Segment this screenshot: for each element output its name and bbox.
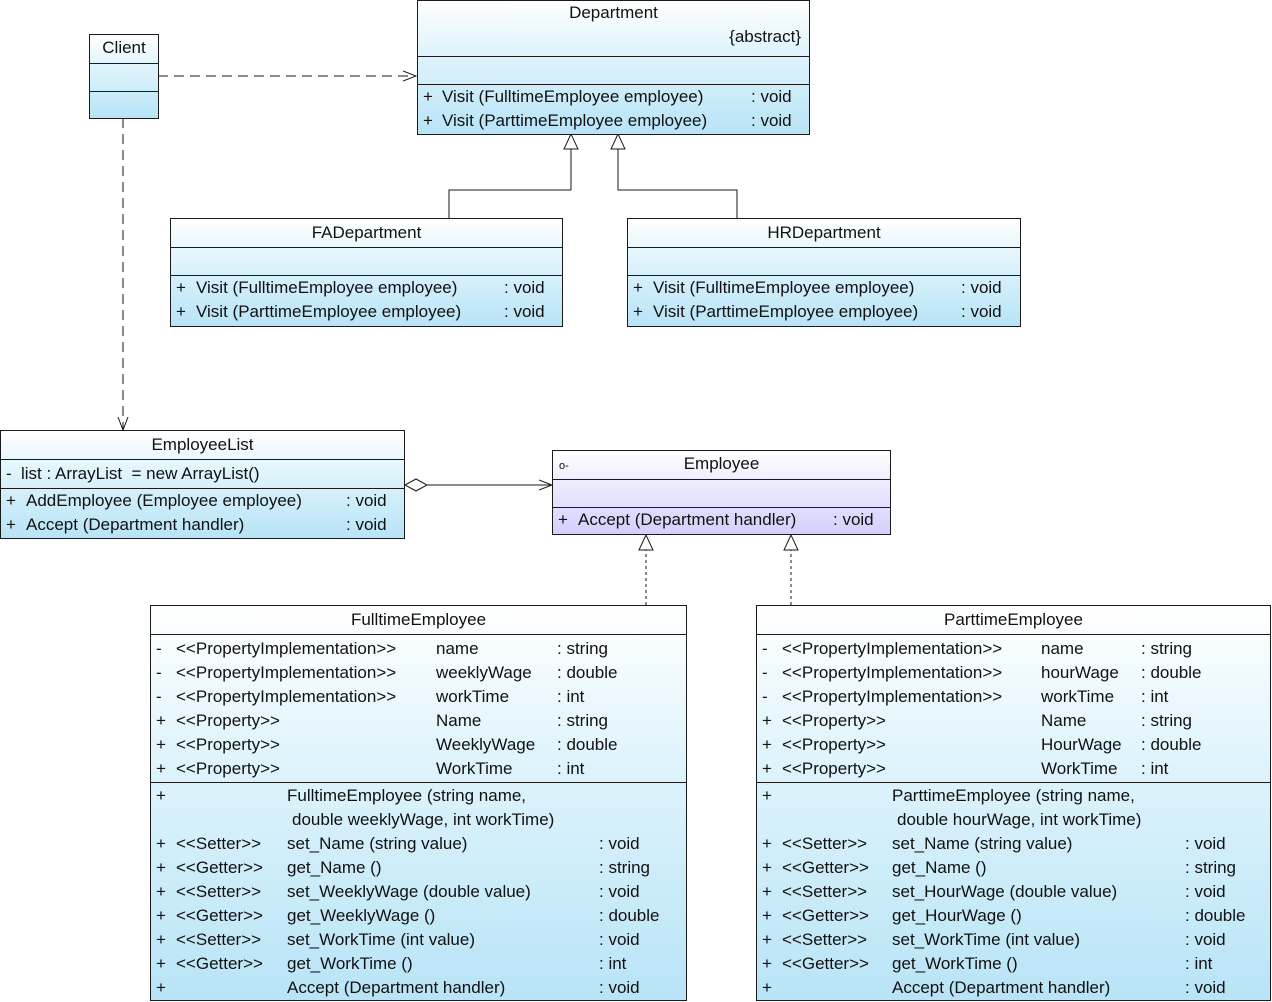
method-row: +Accept (Department handler): void — [156, 978, 640, 997]
methods-section: +ParttimeEmployee (string name, double h… — [757, 782, 1270, 1000]
attributes-section: - list : ArrayList = new ArrayList() — [1, 459, 404, 488]
class-name: EmployeeList — [151, 435, 254, 454]
attribute-row: -<<PropertyImplementation>>weeklyWage: d… — [156, 663, 618, 682]
class-employeelist[interactable]: EmployeeList - list : ArrayList = new Ar… — [0, 430, 405, 539]
methods-section: + Visit (FulltimeEmployee employee) : vo… — [418, 84, 809, 133]
attributes-section — [90, 63, 158, 91]
generalization-arrowhead-hr — [610, 132, 626, 150]
method-row: +<<Setter>>set_WorkTime (int value): voi… — [762, 930, 1226, 949]
class-name: Department {abstract} — [418, 1, 809, 56]
methods-section: + Accept (Department handler) : void — [553, 507, 890, 532]
attributes-section — [418, 56, 809, 84]
interface-employee[interactable]: o- Employee + Accept (Department handler… — [552, 450, 891, 535]
method-row: + Visit (ParttimeEmployee employee) : vo… — [633, 302, 1002, 321]
class-parttimeemployee[interactable]: ParttimeEmployee -<<PropertyImplementati… — [756, 605, 1271, 1001]
class-fadepartment[interactable]: FADepartment + Visit (FulltimeEmployee e… — [170, 218, 563, 327]
realization-arrowhead-parttime — [783, 533, 799, 551]
methods-section: + AddEmployee (Employee employee) : void… — [1, 488, 404, 537]
class-name: FADepartment — [311, 223, 422, 242]
attribute-row: +<<Property>>Name: string — [762, 711, 1193, 730]
method-row: +<<Setter>>set_WorkTime (int value): voi… — [156, 930, 640, 949]
attribute-row: +<<Property>>HourWage: double — [762, 735, 1202, 754]
attribute-row: +<<Property>>WeeklyWage: double — [156, 735, 618, 754]
method-row: + Visit (FulltimeEmployee employee) : vo… — [423, 87, 792, 106]
method-row: + Visit (ParttimeEmployee employee) : vo… — [176, 302, 545, 321]
method-row: +<<Getter>>get_WorkTime (): int — [156, 954, 627, 973]
methods-section: + Visit (FulltimeEmployee employee) : vo… — [628, 275, 1020, 324]
method-row: +<<Setter>>set_HourWage (double value): … — [762, 882, 1226, 901]
constructor-row: +FulltimeEmployee (string name, — [156, 786, 527, 805]
realization-arrowhead-fulltime — [638, 533, 654, 551]
methods-section — [90, 91, 158, 118]
class-fulltimeemployee[interactable]: FulltimeEmployee -<<PropertyImplementati… — [150, 605, 687, 1001]
attribute-row: +<<Property>>Name: string — [156, 711, 609, 730]
class-name: ParttimeEmployee — [944, 610, 1083, 629]
attribute-row: +<<Property>>WorkTime: int — [156, 759, 585, 778]
method-row: +Accept (Department handler): void — [762, 978, 1226, 997]
method-row: +<<Getter>>get_Name (): string — [762, 858, 1237, 877]
class-name: HRDepartment — [767, 223, 881, 242]
attribute-row: +<<Property>>WorkTime: int — [762, 759, 1169, 778]
method-row: +<<Setter>>set_Name (string value): void — [762, 834, 1226, 853]
class-title: Department — [569, 3, 658, 22]
method-row: +<<Getter>>get_HourWage (): double — [762, 906, 1246, 925]
methods-section: +FulltimeEmployee (string name, double w… — [151, 782, 686, 1000]
abstract-stereotype: {abstract} — [729, 27, 801, 46]
method-row: +<<Getter>>get_WorkTime (): int — [762, 954, 1213, 973]
generalization-fadepartment — [448, 149, 572, 218]
method-row: +<<Getter>>get_WeeklyWage (): double — [156, 906, 660, 925]
class-title: Employee — [683, 454, 760, 473]
methods-section: + Visit (FulltimeEmployee employee) : vo… — [171, 275, 562, 324]
attributes-section — [628, 247, 1020, 275]
method-row: + Visit (FulltimeEmployee employee) : vo… — [633, 278, 1002, 297]
method-row: + AddEmployee (Employee employee) : void — [6, 491, 387, 510]
attributes-section: -<<PropertyImplementation>>name: string … — [757, 634, 1270, 782]
attributes-section: -<<PropertyImplementation>>name: string … — [151, 634, 686, 782]
method-row: +<<Getter>>get_Name (): string — [156, 858, 651, 877]
attribute-row: -<<PropertyImplementation>>name: string — [156, 639, 609, 658]
class-name: o- Employee — [553, 451, 890, 479]
interface-icon: o- — [559, 460, 569, 472]
attribute-row: -<<PropertyImplementation>>name: string — [762, 639, 1193, 658]
method-row: +<<Setter>>set_Name (string value): void — [156, 834, 640, 853]
aggregation-diamond — [403, 478, 429, 492]
generalization-hrdepartment — [617, 149, 738, 218]
constructor-row-continued: double hourWage, int workTime) — [897, 810, 1142, 829]
class-department[interactable]: Department {abstract} + Visit (FulltimeE… — [417, 0, 810, 135]
attribute-row: - list : ArrayList = new ArrayList() — [6, 464, 260, 483]
constructor-row: +ParttimeEmployee (string name, — [762, 786, 1135, 805]
class-hrdepartment[interactable]: HRDepartment + Visit (FulltimeEmployee e… — [627, 218, 1021, 327]
constructor-row-continued: double weeklyWage, int workTime) — [292, 810, 555, 829]
method-row: + Visit (FulltimeEmployee employee) : vo… — [176, 278, 545, 297]
attributes-section — [553, 479, 890, 507]
attributes-section — [171, 247, 562, 275]
method-row: +<<Setter>>set_WeeklyWage (double value)… — [156, 882, 640, 901]
class-name: Client — [102, 38, 146, 57]
method-row: + Accept (Department handler) : void — [6, 515, 387, 534]
generalization-arrowhead-fa — [563, 132, 579, 150]
attribute-row: -<<PropertyImplementation>>hourWage: dou… — [762, 663, 1202, 682]
attribute-row: -<<PropertyImplementation>>workTime: int — [156, 687, 585, 706]
method-row: + Accept (Department handler) : void — [558, 510, 874, 529]
attribute-row: -<<PropertyImplementation>>workTime: int — [762, 687, 1169, 706]
method-row: + Visit (ParttimeEmployee employee) : vo… — [423, 111, 792, 130]
class-name: FulltimeEmployee — [350, 610, 487, 629]
class-client[interactable]: Client — [89, 34, 159, 119]
